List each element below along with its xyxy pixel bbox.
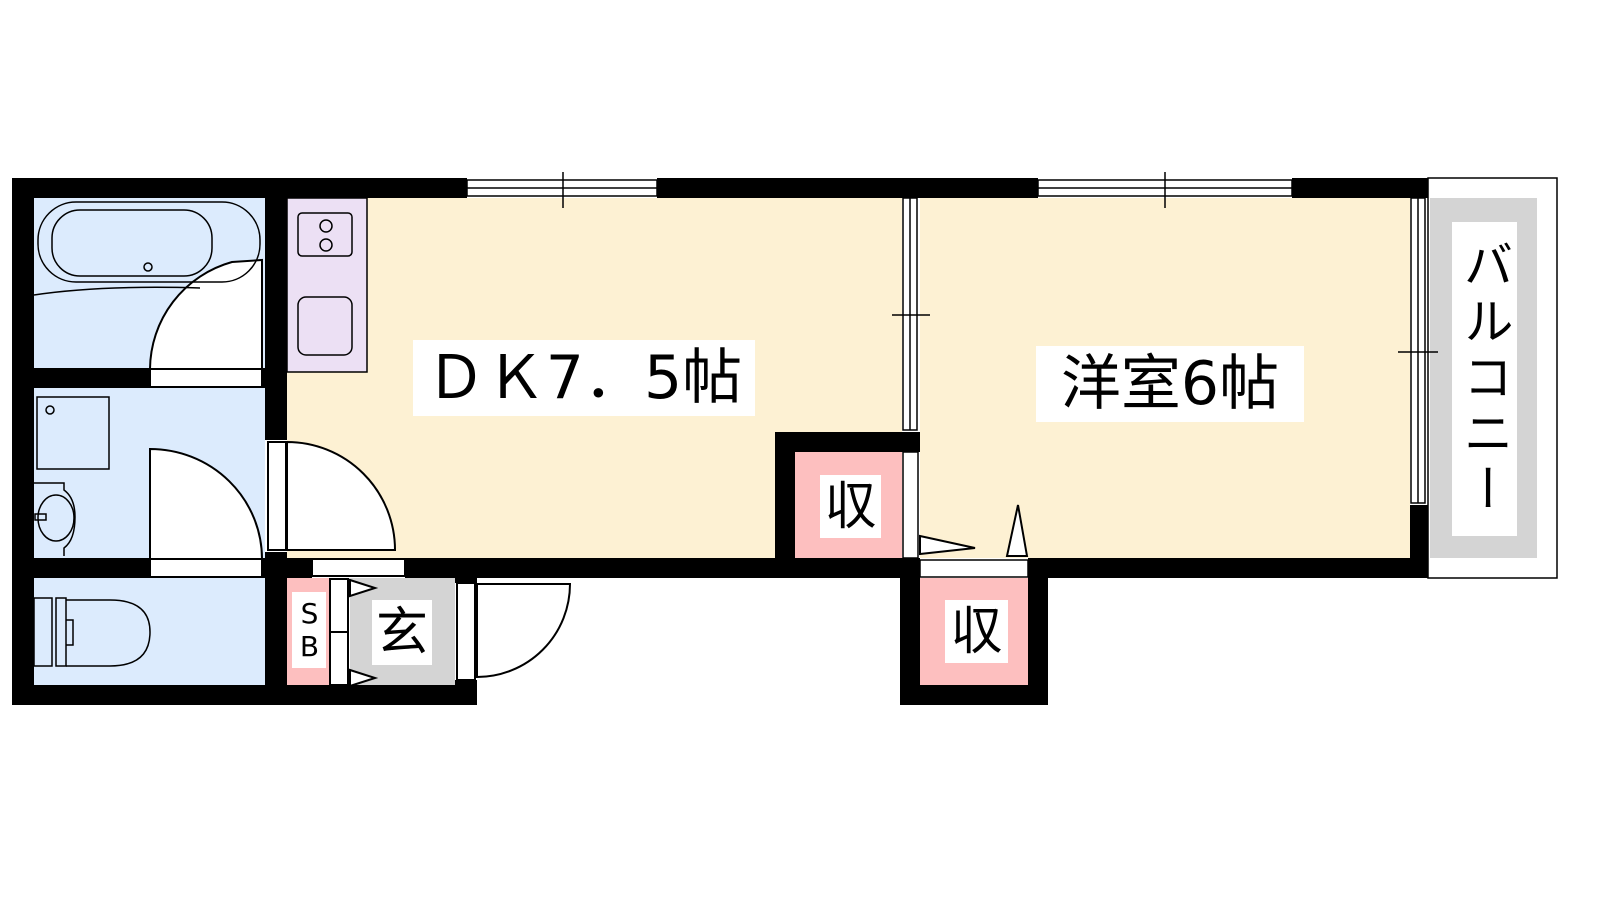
fixtures xyxy=(33,201,353,667)
kitchen-counter xyxy=(286,197,368,373)
windows xyxy=(466,172,1438,578)
shoe-box-label: SB xyxy=(292,592,326,668)
storage-2-label: 収 xyxy=(945,600,1008,663)
western-room-label: 洋室6帖 xyxy=(1036,346,1304,422)
dk-room-label: ＤＫ7．5帖 xyxy=(413,340,755,416)
storage-1-label: 収 xyxy=(820,475,881,538)
entrance-label: 玄 xyxy=(372,600,432,665)
balcony-label: バルコニー xyxy=(1452,222,1517,536)
doors xyxy=(148,258,1029,688)
walls xyxy=(12,178,1428,705)
